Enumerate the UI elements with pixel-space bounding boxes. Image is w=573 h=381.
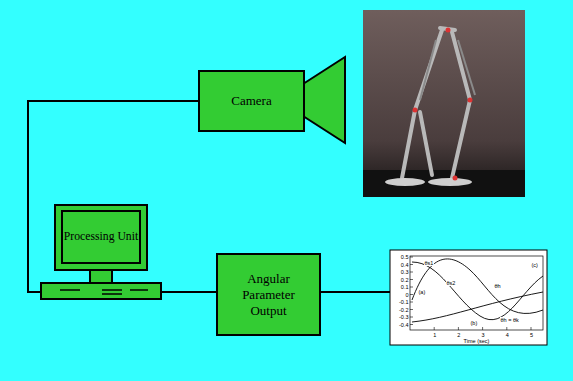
y-tick-label: -0.4 xyxy=(396,322,409,328)
y-tick-label: -0.3 xyxy=(396,314,409,320)
y-tick-label: 0.3 xyxy=(396,269,409,275)
node-text: Processing Unit xyxy=(64,230,138,244)
y-tick-label: 0.5 xyxy=(396,254,409,260)
camera-lens xyxy=(303,57,345,143)
x-tick-label: 4 xyxy=(503,332,512,338)
y-tick-label: -0.2 xyxy=(396,307,409,313)
x-tick-label: 1 xyxy=(430,332,439,338)
y-tick-label: 0.2 xyxy=(396,277,409,283)
connector-line xyxy=(162,291,216,293)
curve-label: θs1 xyxy=(424,260,434,266)
camera-box: Camera xyxy=(198,70,305,132)
robot-photo xyxy=(363,10,525,197)
curve-label: θh = θk xyxy=(500,317,519,323)
output-box: Angular Parameter Output xyxy=(216,253,321,336)
computer-outline xyxy=(40,204,162,300)
x-tick-label: 2 xyxy=(454,332,463,338)
axis-title: Time (sec) xyxy=(456,338,497,344)
computer-unit: Processing Unit xyxy=(40,204,162,300)
monitor-screen: Processing Unit xyxy=(62,211,140,263)
curve-label: (c) xyxy=(531,262,538,268)
y-tick-label: -0.1 xyxy=(396,299,409,305)
curve-label: θs2 xyxy=(446,280,456,286)
y-tick-label: 0.4 xyxy=(396,262,409,268)
angle-chart xyxy=(390,250,547,345)
node-text: Camera xyxy=(231,93,271,109)
curve-label: (b) xyxy=(470,320,478,326)
curve-label: (a) xyxy=(418,289,426,295)
x-tick-label: 3 xyxy=(479,332,488,338)
node-text: Angular Parameter Output xyxy=(224,271,313,319)
connector-line xyxy=(28,101,198,292)
y-tick-label: 0 xyxy=(396,292,409,298)
x-tick-label: 5 xyxy=(527,332,536,338)
y-tick-label: 0.1 xyxy=(396,284,409,290)
curve-label: θh xyxy=(494,283,501,289)
